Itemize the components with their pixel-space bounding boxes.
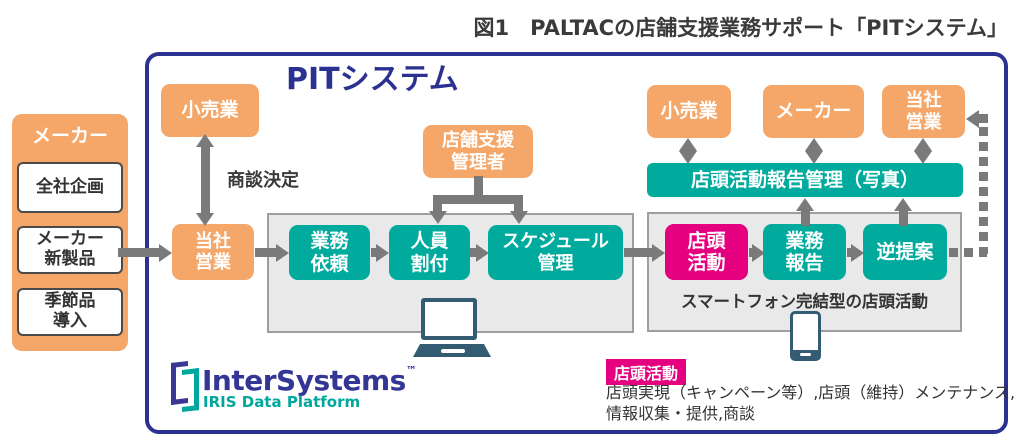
- flow-task-report-box: 業務 報告: [763, 224, 846, 280]
- flow-staff-assignment-box: 人員 割付: [389, 225, 470, 280]
- logo-wordmark: InterSystems: [202, 364, 406, 397]
- flow-schedule-management-box: スケジュール 管理: [488, 225, 623, 280]
- maker-box-right: メーカー: [763, 85, 864, 138]
- smartphone-icon-home-bar: [800, 353, 811, 356]
- arrow-deal-shaft: [201, 147, 210, 215]
- arrow-report-to-proposal-head: [851, 244, 864, 262]
- arrow-schedule-to-activity: [624, 248, 653, 257]
- arrow-schedule-to-activity-head: [652, 244, 665, 262]
- arrow-maker-bar-shaft: [810, 147, 819, 154]
- pit-system-container: [145, 52, 1008, 434]
- arrow-report-to-bar-shaft: [801, 209, 810, 226]
- arrow-deal-head-up: [196, 134, 214, 147]
- retail-box-left: 小売業: [161, 84, 259, 137]
- arrow-assign-to-schedule-head: [476, 244, 489, 262]
- figure-title: 図1 PALTACの店舗支援業務サポート「PITシステム」: [473, 16, 1009, 40]
- arrow-report-to-proposal: [847, 248, 852, 257]
- maker-panel-title: メーカー: [31, 125, 108, 147]
- dashed-feedback-horizontal: [949, 248, 987, 257]
- arrow-sales-to-flow: [255, 248, 278, 257]
- logo-trademark: ™: [405, 364, 417, 377]
- arrow-retail-bar-down: [679, 151, 697, 164]
- store-support-manager-box: 店舗支援 管理者: [423, 125, 533, 178]
- legend-store-activity-label: 店頭活動: [606, 359, 687, 385]
- arrow-activity-to-report: [749, 248, 753, 257]
- retail-box-right: 小売業: [647, 85, 731, 138]
- laptop-icon-notch: [441, 349, 465, 353]
- arrow-maker-to-sales-head: [159, 244, 172, 262]
- arrow-deal-head-down: [196, 213, 214, 226]
- flow-counter-proposal-box: 逆提案: [863, 224, 947, 280]
- arrow-report-to-bar-head: [796, 198, 814, 211]
- arrow-request-to-assign: [371, 248, 377, 257]
- arrow-activity-to-report-head: [752, 244, 765, 262]
- maker-item-company-planning: 全社企画: [17, 162, 123, 213]
- arrow-sales-to-flow-head: [276, 244, 289, 262]
- manager-branch-bar: [433, 195, 523, 204]
- manager-branch-right-shaft: [514, 195, 523, 213]
- pit-system-title: PITシステム: [286, 62, 459, 97]
- store-activity-report-bar: 店頭活動報告管理（写真）: [647, 163, 963, 197]
- legend-text: 店頭実現（キャンペーン等）,店頭（維持）メンテナンス, 情報収集・提供,商談: [606, 382, 1015, 424]
- manager-branch-left-shaft: [433, 195, 442, 213]
- arrow-sales-bar-shaft: [919, 147, 928, 154]
- manager-branch-right-head: [510, 211, 528, 224]
- legend-text-line1: 店頭実現（キャンペーン等）,店頭（維持）メンテナンス,: [606, 383, 1016, 402]
- flow-task-request-box: 業務 依頼: [289, 225, 370, 280]
- arrow-maker-bar-down: [805, 151, 823, 164]
- laptop-icon: [421, 298, 477, 340]
- arrow-proposal-to-bar-head: [894, 198, 912, 211]
- arrow-retail-bar-shaft: [684, 147, 693, 154]
- legend-text-line2: 情報収集・提供,商談: [606, 404, 756, 423]
- dashed-feedback-top-shaft: [978, 114, 988, 123]
- dashed-feedback-head: [966, 110, 979, 128]
- our-sales-box-right: 当社 営業: [882, 85, 965, 138]
- arrow-request-to-assign-head: [376, 244, 389, 262]
- logo-mark-teal: [182, 367, 199, 413]
- flow-store-activity-box: 店頭 活動: [665, 224, 748, 280]
- arrow-maker-to-sales: [118, 248, 160, 257]
- maker-item-new-products: メーカー 新製品: [17, 226, 123, 274]
- our-sales-box-left: 当社 営業: [172, 224, 254, 280]
- maker-item-seasonal: 季節品 導入: [17, 288, 123, 336]
- arrow-proposal-to-bar-shaft: [899, 209, 908, 226]
- manager-branch-stem: [474, 176, 483, 198]
- intersystems-logo-text: InterSystems™: [202, 364, 417, 397]
- arrow-assign-to-schedule: [470, 248, 476, 257]
- arrow-sales-bar-down: [914, 151, 932, 164]
- dashed-feedback-vertical: [979, 127, 988, 254]
- smartphone-note: スマートフォン完結型の店頭活動: [680, 292, 928, 311]
- intersystems-logo-mark: [171, 360, 199, 413]
- manager-branch-left-head: [429, 211, 447, 224]
- deal-decision-label: 商談決定: [227, 170, 299, 191]
- intersystems-logo-subtitle: IRIS Data Platform: [203, 393, 361, 411]
